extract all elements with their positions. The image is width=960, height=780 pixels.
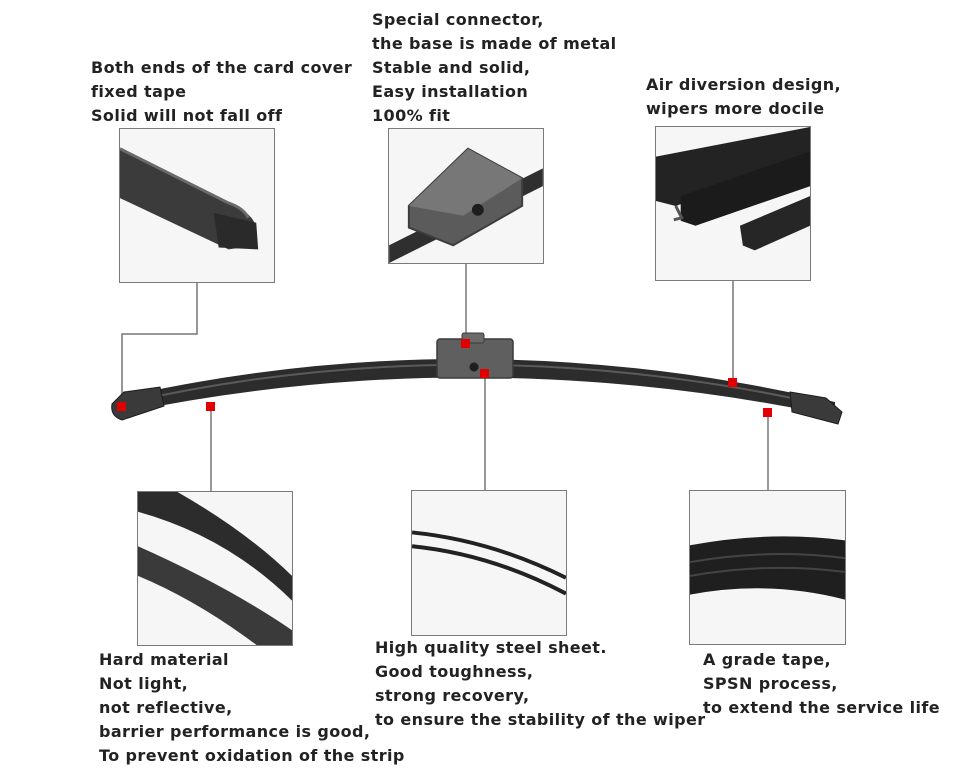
connector-pin-icon (469, 362, 479, 372)
steel-sheet-closeup (411, 490, 567, 636)
caption-line: to ensure the stability of the wiper (375, 710, 706, 729)
marker-end-cap (117, 402, 126, 411)
marker-rubber-tape (763, 408, 772, 417)
leader-end-cap (121, 283, 198, 407)
caption-line: Both ends of the card cover (91, 58, 353, 77)
right-end-cap (789, 391, 843, 425)
rubber-tape-closeup (689, 490, 846, 645)
caption-steel-sheet: High quality steel sheet. Good toughness… (375, 636, 706, 732)
caption-line: the base is made of metal (372, 34, 617, 53)
caption-line: 100% fit (372, 106, 451, 125)
leader-lines (121, 263, 769, 491)
caption-line: SPSN process, (703, 674, 838, 693)
marker-hard-material (206, 402, 215, 411)
center-connector (436, 338, 514, 379)
caption-line: To prevent oxidation of the strip (99, 746, 405, 765)
caption-line: A grade tape, (703, 650, 831, 669)
caption-line: Hard material (99, 650, 229, 669)
caption-line: fixed tape (91, 82, 187, 101)
caption-hard-material: Hard material Not light, not reflective,… (99, 648, 405, 768)
caption-line: Special connector, (372, 10, 544, 29)
caption-line: wipers more docile (646, 99, 825, 118)
end-cap-closeup (119, 128, 275, 283)
caption-line: barrier performance is good, (99, 722, 371, 741)
hard-material-closeup (137, 491, 293, 646)
caption-line: Easy installation (372, 82, 529, 101)
caption-line: Air diversion design, (646, 75, 842, 94)
markers (117, 339, 772, 417)
caption-line: Stable and solid, (372, 58, 531, 77)
marker-connector (461, 339, 470, 348)
connector-closeup (388, 128, 544, 264)
caption-line: not reflective, (99, 698, 233, 717)
caption-line: Solid will not fall off (91, 106, 283, 125)
caption-end-cap: Both ends of the card cover fixed tape S… (91, 56, 352, 128)
wiper-blade (111, 332, 843, 425)
caption-air-diversion: Air diversion design, wipers more docile (646, 73, 841, 121)
caption-line: to extend the service life (703, 698, 941, 717)
caption-line: strong recovery, (375, 686, 530, 705)
caption-connector: Special connector, the base is made of m… (372, 8, 617, 128)
caption-rubber-tape: A grade tape, SPSN process, to extend th… (703, 648, 940, 720)
air-diversion-closeup (655, 126, 811, 281)
marker-air-diversion (728, 378, 737, 387)
marker-steel-sheet (480, 369, 489, 378)
caption-line: High quality steel sheet. (375, 638, 607, 657)
left-end-cap (111, 386, 165, 421)
caption-line: Not light, (99, 674, 189, 693)
caption-line: Good toughness, (375, 662, 534, 681)
